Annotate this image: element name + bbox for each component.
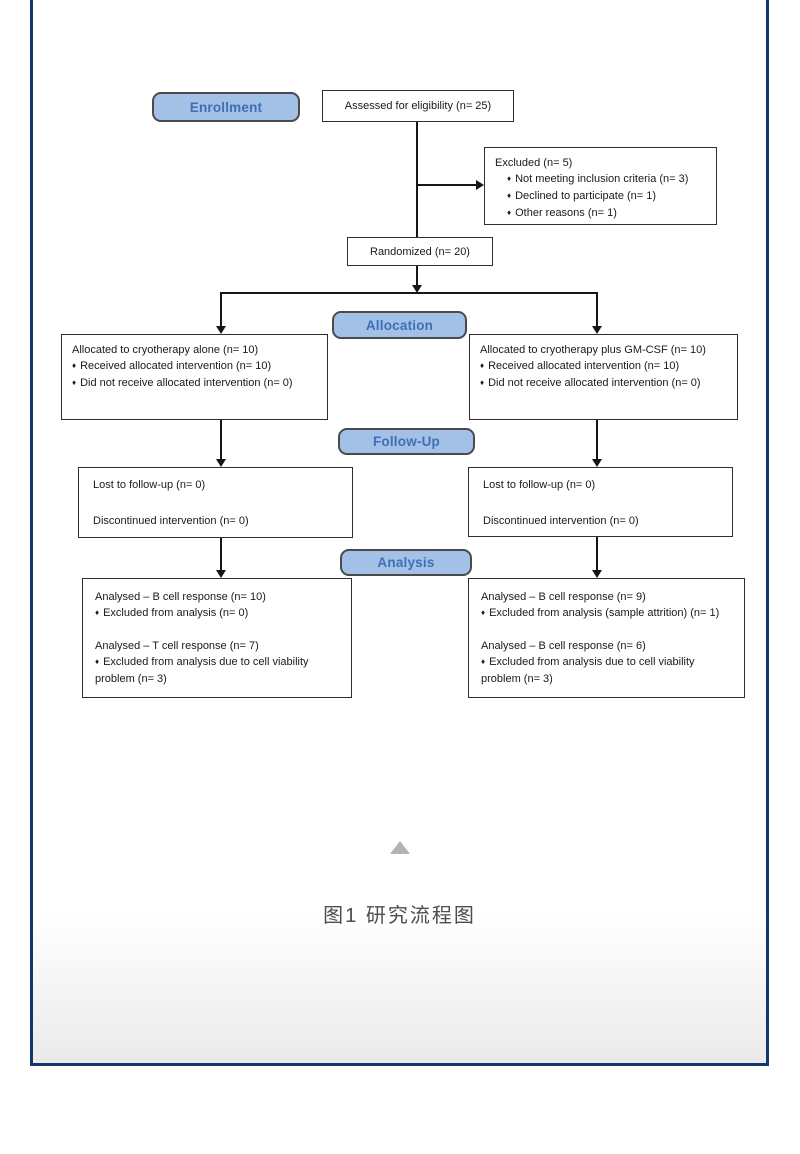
followup-right-box: Lost to follow-up (n= 0) Discontinued in… bbox=[468, 467, 733, 537]
bullet-text: Excluded from analysis due to cell viabi… bbox=[95, 656, 309, 685]
analysis-right-bullet2: ♦Excluded from analysis due to cell viab… bbox=[481, 654, 732, 687]
connector-alloc-followup-right bbox=[596, 420, 598, 459]
excluded-bullet: ♦Other reasons (n= 1) bbox=[495, 205, 706, 222]
assessed-box: Assessed for eligibility (n= 25) bbox=[322, 90, 514, 122]
followup-right-line2: Discontinued intervention (n= 0) bbox=[483, 515, 639, 527]
analysis-right-title1: Analysed – B cell response (n= 9) bbox=[481, 591, 646, 603]
followup-right-line1: Lost to follow-up (n= 0) bbox=[483, 479, 596, 491]
diamond-bullet-icon: ♦ bbox=[72, 361, 77, 370]
diamond-bullet-icon: ♦ bbox=[507, 208, 512, 217]
analysis-right-box: Analysed – B cell response (n= 9) ♦Exclu… bbox=[468, 578, 745, 698]
connector-alloc-followup-left bbox=[220, 420, 222, 459]
arrowhead-down-icon bbox=[216, 326, 226, 334]
excluded-bullet: ♦Declined to participate (n= 1) bbox=[495, 188, 706, 205]
analysis-left-bullet1: ♦Excluded from analysis (n= 0) bbox=[95, 605, 339, 622]
arrowhead-right-icon bbox=[476, 180, 484, 190]
connector-followup-analysis-right bbox=[596, 537, 598, 570]
bullet-text: Excluded from analysis (sample attrition… bbox=[489, 607, 720, 619]
diamond-bullet-icon: ♦ bbox=[481, 608, 486, 617]
figure-caption: 图1 研究流程图 bbox=[323, 905, 476, 927]
bullet-text: Received allocated intervention (n= 10) bbox=[488, 360, 680, 372]
bullet-text: Not meeting inclusion criteria (n= 3) bbox=[515, 173, 689, 185]
analysis-left-title2: Analysed – T cell response (n= 7) bbox=[95, 640, 259, 652]
allocation-right-title: Allocated to cryotherapy plus GM-CSF (n=… bbox=[480, 344, 706, 356]
allocation-left-bullet: ♦Received allocated intervention (n= 10) bbox=[72, 358, 317, 375]
excluded-box: Excluded (n= 5) ♦Not meeting inclusion c… bbox=[484, 147, 717, 225]
diamond-bullet-icon: ♦ bbox=[95, 657, 100, 666]
excluded-title: Excluded (n= 5) bbox=[495, 157, 573, 169]
analysis-left-box: Analysed – B cell response (n= 10) ♦Excl… bbox=[82, 578, 352, 698]
diamond-bullet-icon: ♦ bbox=[480, 361, 485, 370]
randomized-text: Randomized (n= 20) bbox=[370, 245, 470, 258]
arrowhead-down-icon bbox=[592, 459, 602, 467]
diamond-bullet-icon: ♦ bbox=[95, 608, 100, 617]
analysis-left-bullet2: ♦Excluded from analysis due to cell viab… bbox=[95, 654, 339, 687]
diamond-bullet-icon: ♦ bbox=[480, 378, 485, 387]
stage-enrollment: Enrollment bbox=[152, 92, 300, 122]
allocation-right-box: Allocated to cryotherapy plus GM-CSF (n=… bbox=[469, 334, 738, 420]
diamond-bullet-icon: ♦ bbox=[481, 657, 486, 666]
stage-allocation: Allocation bbox=[332, 311, 467, 339]
connector-assessed-randomized bbox=[416, 122, 418, 238]
excluded-bullet: ♦Not meeting inclusion criteria (n= 3) bbox=[495, 171, 706, 188]
allocation-left-box: Allocated to cryotherapy alone (n= 10) ♦… bbox=[61, 334, 328, 420]
followup-left-box: Lost to follow-up (n= 0) Discontinued in… bbox=[78, 467, 353, 538]
arrowhead-down-icon bbox=[216, 570, 226, 578]
analysis-right-title2: Analysed – B cell response (n= 6) bbox=[481, 640, 646, 652]
connector-to-excluded bbox=[417, 184, 476, 186]
bullet-text: Declined to participate (n= 1) bbox=[515, 190, 657, 202]
connector-followup-analysis-left bbox=[220, 538, 222, 570]
allocation-right-bullet: ♦Did not receive allocated intervention … bbox=[480, 375, 727, 392]
stage-followup: Follow-Up bbox=[338, 428, 475, 455]
analysis-right-bullet1: ♦Excluded from analysis (sample attritio… bbox=[481, 605, 732, 622]
allocation-right-bullet: ♦Received allocated intervention (n= 10) bbox=[480, 358, 727, 375]
bullet-text: Excluded from analysis due to cell viabi… bbox=[481, 656, 695, 685]
followup-left-line1: Lost to follow-up (n= 0) bbox=[93, 479, 206, 491]
bullet-text: Did not receive allocated intervention (… bbox=[488, 377, 701, 389]
bullet-text: Other reasons (n= 1) bbox=[515, 207, 617, 219]
bullet-text: Excluded from analysis (n= 0) bbox=[103, 607, 249, 619]
arrowhead-down-icon bbox=[216, 459, 226, 467]
arrowhead-down-icon bbox=[592, 570, 602, 578]
randomized-box: Randomized (n= 20) bbox=[347, 237, 493, 266]
arrowhead-down-icon bbox=[412, 285, 422, 293]
bullet-text: Did not receive allocated intervention (… bbox=[80, 377, 293, 389]
diamond-bullet-icon: ♦ bbox=[507, 174, 512, 183]
assessed-text: Assessed for eligibility (n= 25) bbox=[344, 100, 492, 112]
stage-analysis: Analysis bbox=[340, 549, 472, 576]
connector-randomized-branch bbox=[416, 266, 418, 286]
diamond-bullet-icon: ♦ bbox=[72, 378, 77, 387]
connector-branch-left bbox=[220, 292, 222, 326]
diamond-bullet-icon: ♦ bbox=[507, 191, 512, 200]
branch-line bbox=[220, 292, 598, 294]
arrowhead-down-icon bbox=[592, 326, 602, 334]
bullet-text: Received allocated intervention (n= 10) bbox=[80, 360, 272, 372]
allocation-left-bullet: ♦Did not receive allocated intervention … bbox=[72, 375, 317, 392]
followup-left-line2: Discontinued intervention (n= 0) bbox=[93, 515, 249, 527]
allocation-left-title: Allocated to cryotherapy alone (n= 10) bbox=[72, 344, 259, 356]
analysis-left-title1: Analysed – B cell response (n= 10) bbox=[95, 591, 266, 603]
connector-branch-right bbox=[596, 292, 598, 326]
collapse-up-triangle-icon[interactable] bbox=[390, 841, 410, 854]
